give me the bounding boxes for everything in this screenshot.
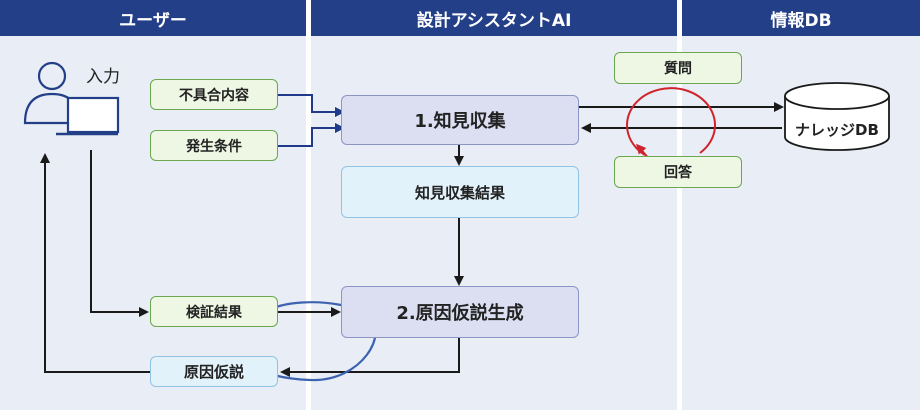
condition-box: 発生条件 [150, 130, 278, 161]
question-box: 質問 [614, 52, 742, 84]
laptop-icon [56, 96, 120, 136]
hypothesis-box: 原因仮説 [150, 356, 278, 387]
step1-knowledge-collection: 1.知見収集 [341, 95, 579, 145]
knowledge-db-cylinder [784, 82, 890, 151]
step2-hypothesis-generation: 2.原因仮説生成 [341, 286, 579, 338]
defect-box: 不具合内容 [150, 79, 278, 110]
question-loop [626, 87, 717, 156]
arrow-condition-to-step1 [278, 123, 345, 147]
input-label: 入力 [86, 67, 120, 87]
arrow-user-to-verification [90, 150, 149, 317]
lane-header-assistant: 設計アシスタントAI [311, 0, 677, 36]
lane-user: ユーザー [0, 0, 306, 410]
arrow-defect-to-step1 [278, 94, 345, 117]
answer-box: 回答 [614, 156, 742, 188]
lane-header-infodb: 情報DB [682, 0, 920, 36]
knowledge-result-box: 知見収集結果 [341, 166, 579, 218]
knowledge-db-label: ナレッジDB [795, 120, 879, 139]
arrow-step2-to-hypothesis [280, 338, 460, 377]
verification-box: 検証結果 [150, 296, 278, 327]
arrow-hypothesis-to-user [40, 153, 150, 373]
lane-header-user: ユーザー [0, 0, 306, 36]
